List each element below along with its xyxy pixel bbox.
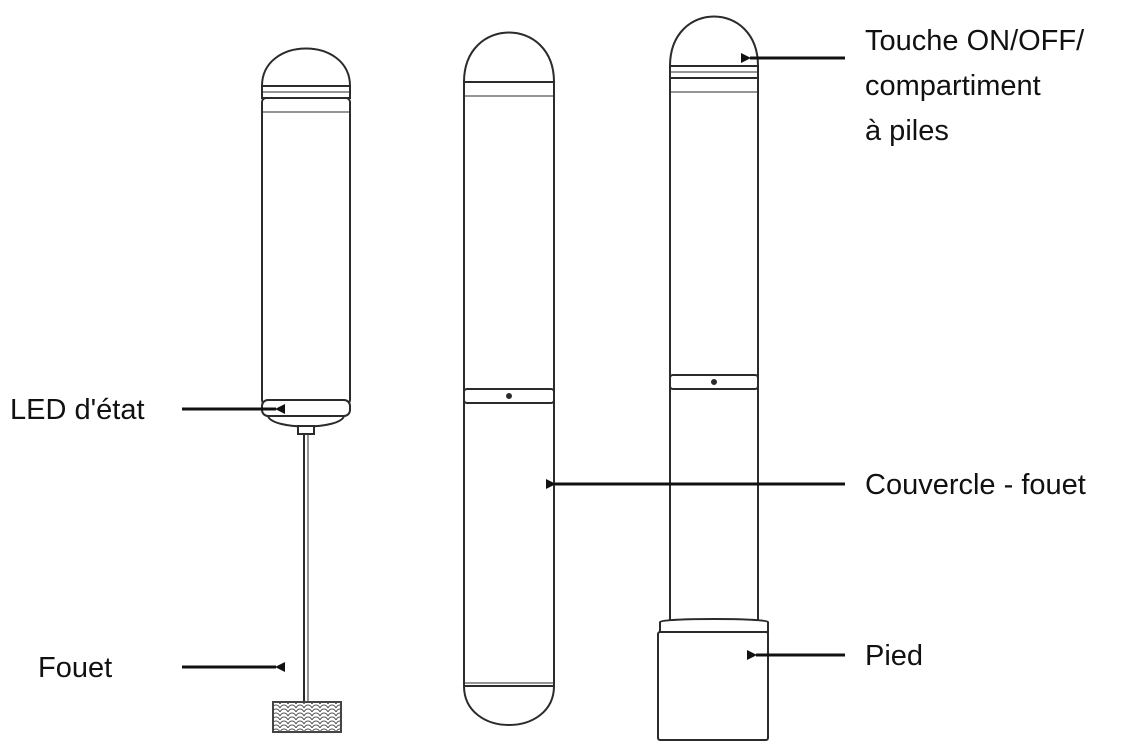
center-top-cap bbox=[462, 31, 556, 83]
left-shaft-base bbox=[297, 425, 315, 435]
label-pied: Pied bbox=[865, 640, 923, 672]
label-couvercle: Couvercle - fouet bbox=[865, 469, 1086, 501]
label-touche-line3: à piles bbox=[865, 115, 949, 147]
left-bottom-collar bbox=[266, 415, 346, 428]
whisk-coil bbox=[272, 701, 342, 733]
frother-device-center bbox=[462, 31, 556, 726]
right-body bbox=[669, 77, 759, 639]
left-cap bbox=[260, 47, 352, 87]
label-led: LED d'état bbox=[10, 394, 145, 426]
label-touche-line1: Touche ON/OFF/ bbox=[865, 25, 1085, 57]
frother-device-left bbox=[260, 47, 352, 733]
right-stand bbox=[657, 631, 769, 741]
center-bottom-cap bbox=[462, 685, 556, 726]
left-body bbox=[261, 97, 351, 405]
right-stand-top bbox=[659, 618, 769, 633]
frother-device-right bbox=[657, 15, 769, 741]
right-cap bbox=[668, 15, 760, 67]
label-fouet: Fouet bbox=[38, 652, 112, 684]
center-body bbox=[463, 81, 555, 687]
label-touche-line2: compartiment bbox=[865, 70, 1041, 102]
